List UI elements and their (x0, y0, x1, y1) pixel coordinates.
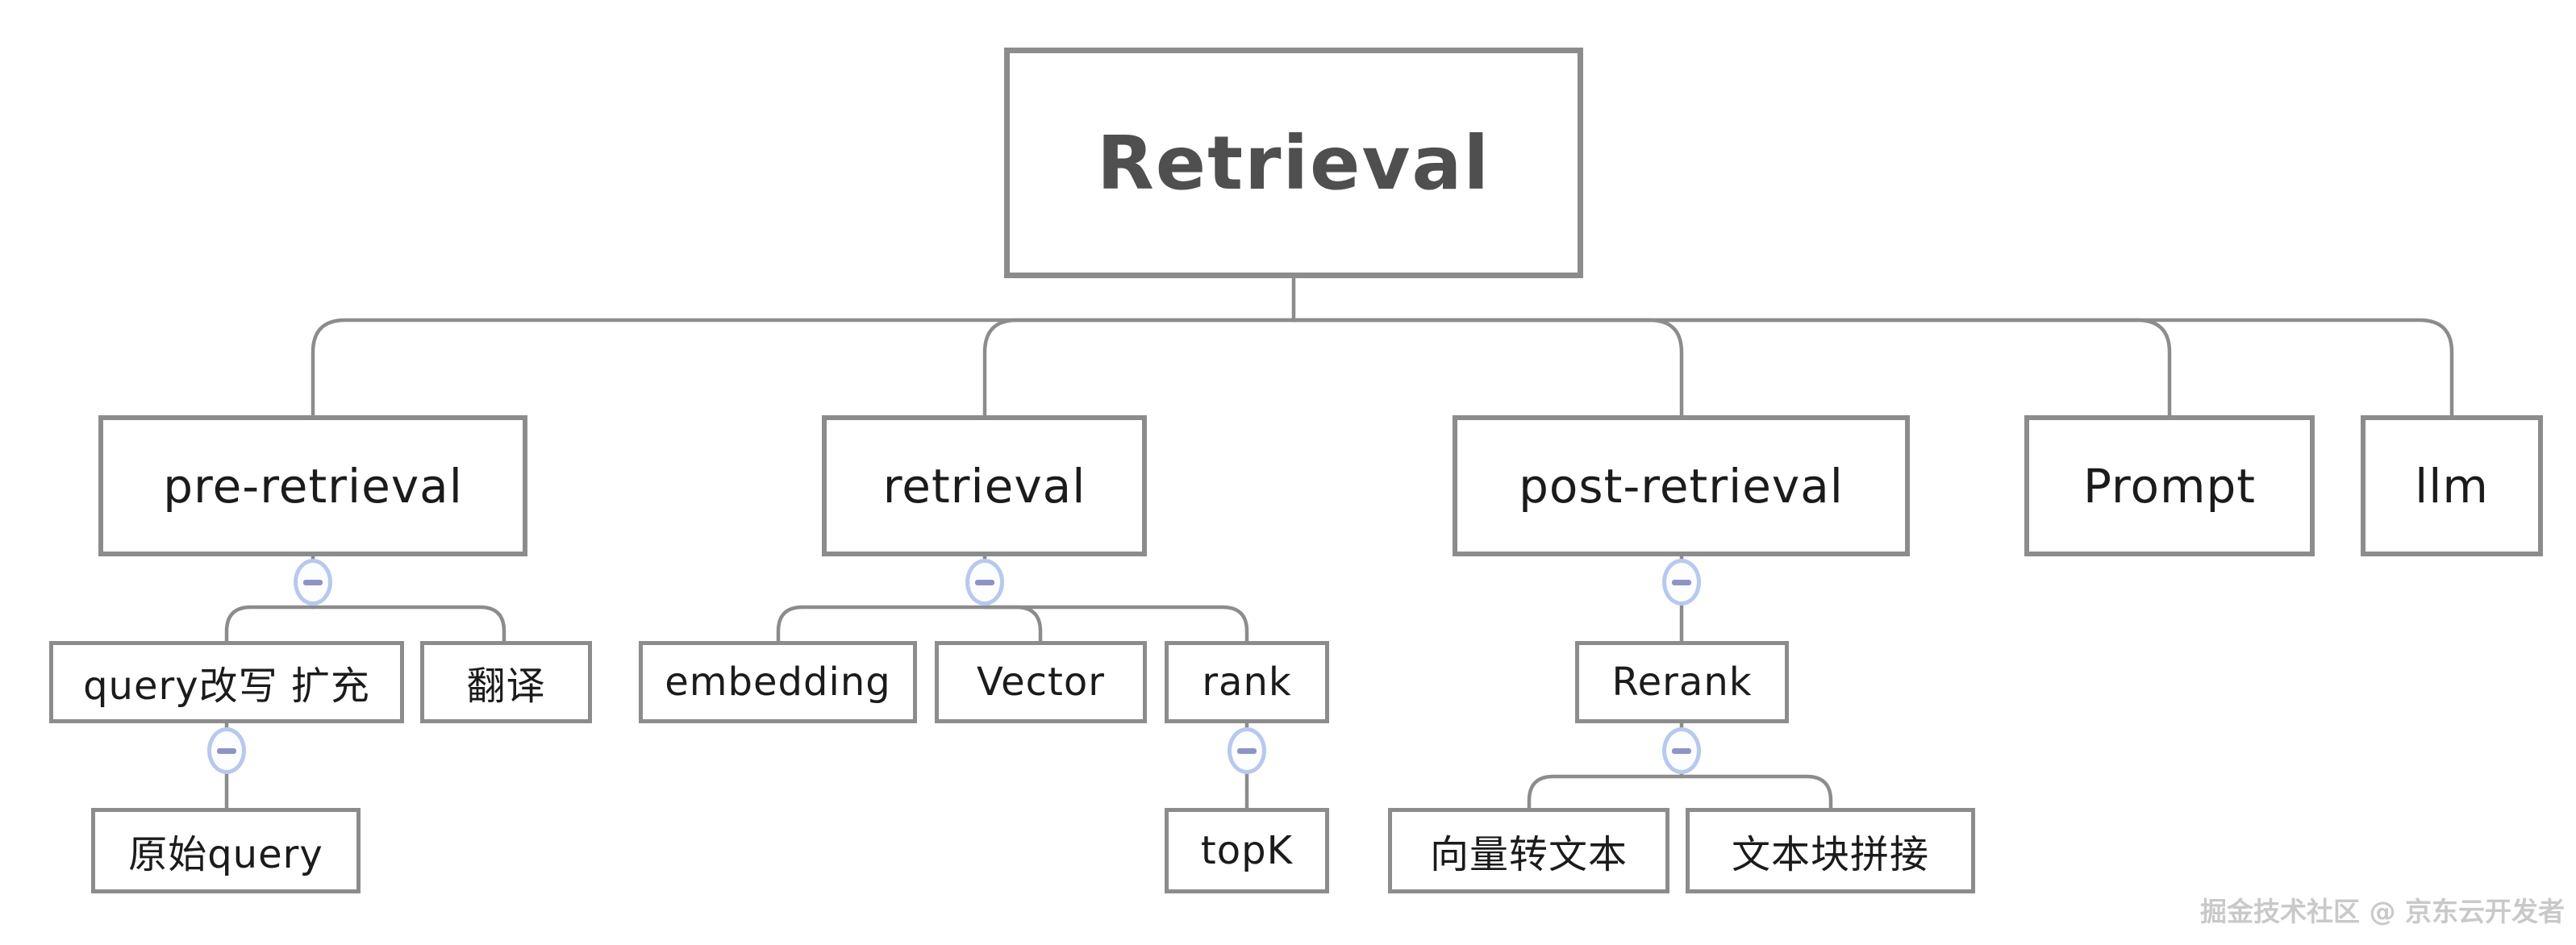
connector-query-rewrite (224, 605, 315, 643)
collapse-button-post-retrieval[interactable] (1662, 559, 1701, 606)
node-translate[interactable]: 翻译 (420, 641, 592, 723)
node-post-retrieval[interactable]: post-retrieval (1453, 415, 1910, 556)
node-original-query[interactable]: 原始query (91, 808, 361, 893)
collapse-minus-icon (1237, 747, 1257, 754)
node-vector-to-text[interactable]: 向量转文本 (1388, 808, 1669, 893)
connector-vector (982, 605, 1043, 643)
watermark: 掘金技术社区 @ 京东云开发者 (2200, 896, 2565, 927)
node-llm[interactable]: llm (2361, 415, 2543, 556)
connector-retrieval (982, 318, 1296, 418)
connector-llm (1291, 318, 2454, 418)
collapse-button-rank[interactable] (1228, 727, 1266, 774)
collapse-minus-icon (1672, 747, 1691, 754)
node-embedding[interactable]: embedding (639, 641, 917, 723)
node-prompt[interactable]: Prompt (2024, 415, 2315, 556)
node-pre-retrieval[interactable]: pre-retrieval (98, 415, 527, 556)
connector-translate (311, 605, 506, 643)
collapse-button-pre-retrieval[interactable] (294, 559, 332, 606)
node-topk[interactable]: topK (1165, 808, 1329, 893)
connector-post-retrieval (1291, 318, 1684, 418)
connector-text-chunk-concat (1679, 774, 1833, 810)
connector-rank (982, 605, 1249, 643)
collapse-button-retrieval[interactable] (965, 559, 1004, 606)
node-root[interactable]: Retrieval (1004, 48, 1583, 278)
connector-prompt (1291, 318, 2172, 418)
collapse-minus-icon (303, 579, 323, 585)
node-query-rewrite[interactable]: query改写 扩充 (49, 641, 404, 723)
node-vector[interactable]: Vector (935, 641, 1147, 723)
node-rank[interactable]: rank (1165, 641, 1329, 723)
connector-pre-retrieval (311, 318, 1296, 418)
collapse-button-rerank[interactable] (1662, 727, 1701, 774)
collapse-button-query-rewrite[interactable] (207, 727, 246, 774)
node-retrieval[interactable]: retrieval (822, 415, 1147, 556)
node-rerank[interactable]: Rerank (1575, 641, 1789, 723)
collapse-minus-icon (1672, 579, 1691, 585)
connector-embedding (776, 605, 987, 643)
node-text-chunk-concat[interactable]: 文本块拼接 (1686, 808, 1975, 893)
collapse-minus-icon (975, 579, 994, 585)
connector-vector-to-text (1527, 774, 1684, 810)
collapse-minus-icon (217, 747, 236, 754)
